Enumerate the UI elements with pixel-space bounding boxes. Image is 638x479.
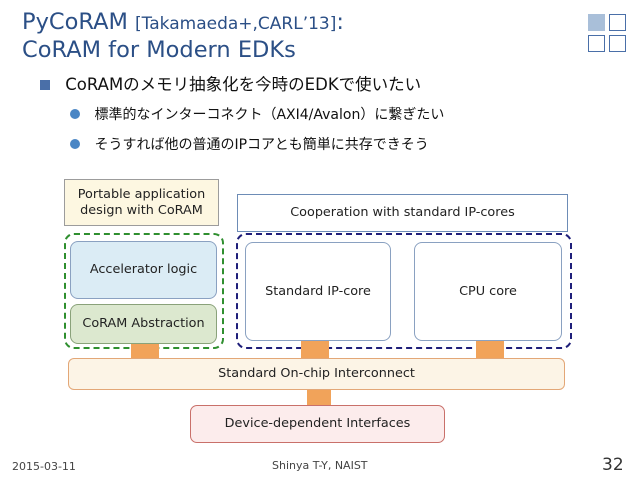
ip-group-outline xyxy=(236,233,572,349)
bullet-sub-1: 標準的なインターコネクト（AXI4/Avalon）に繋ぎたい xyxy=(70,104,444,124)
logo-square-outline-2 xyxy=(588,35,605,52)
bullet-sub-2-text: そうすれば他の普通のIPコアとも簡単に共存できそう xyxy=(94,137,429,153)
cpu-core-box: CPU core xyxy=(414,242,562,341)
cooperation-label: Cooperation with standard IP-cores xyxy=(237,194,568,232)
accelerator-logic-box: Accelerator logic xyxy=(70,241,217,299)
logo-square-outline-1 xyxy=(609,14,626,31)
circle-bullet-icon xyxy=(70,139,80,149)
circle-bullet-icon xyxy=(70,109,80,119)
device-interfaces-box: Device-dependent Interfaces xyxy=(190,405,445,443)
logo-square-outline-3 xyxy=(609,35,626,52)
bullet-sub-2: そうすれば他の普通のIPコアとも簡単に共存できそう xyxy=(70,134,429,154)
bullet-main: CoRAMのメモリ抽象化を今時のEDKで使いたい xyxy=(40,71,421,95)
connector-ip xyxy=(301,341,329,359)
bullet-sub-1-text: 標準的なインターコネクト（AXI4/Avalon）に繋ぎたい xyxy=(94,107,445,123)
title-main: PyCoRAM xyxy=(22,9,136,35)
standard-ip-core-box: Standard IP-core xyxy=(245,242,391,341)
footer-date: 2015-03-11 xyxy=(12,460,76,473)
connector-device xyxy=(307,390,331,405)
title-citation: [Takamaeda+,CARL’13] xyxy=(135,14,337,34)
coram-abstraction-box: CoRAM Abstraction xyxy=(70,304,217,344)
square-bullet-icon xyxy=(40,80,50,90)
footer-author: Shinya T-Y, NAIST xyxy=(272,459,368,472)
logo-square-filled-1 xyxy=(588,14,605,31)
portable-design-label: Portable application design with CoRAM xyxy=(64,179,219,226)
bullet-main-text: CoRAMのメモリ抽象化を今時のEDKで使いたい xyxy=(65,75,422,94)
connector-coram xyxy=(131,344,159,359)
page-number: 32 xyxy=(602,455,624,475)
title-colon: : xyxy=(336,9,344,35)
on-chip-interconnect-bar: Standard On-chip Interconnect xyxy=(68,358,565,390)
slide-title-line2: CoRAM for Modern EDKs xyxy=(22,37,296,63)
connector-cpu xyxy=(476,341,504,359)
slide-title-line1: PyCoRAM [Takamaeda+,CARL’13]: xyxy=(22,9,344,37)
